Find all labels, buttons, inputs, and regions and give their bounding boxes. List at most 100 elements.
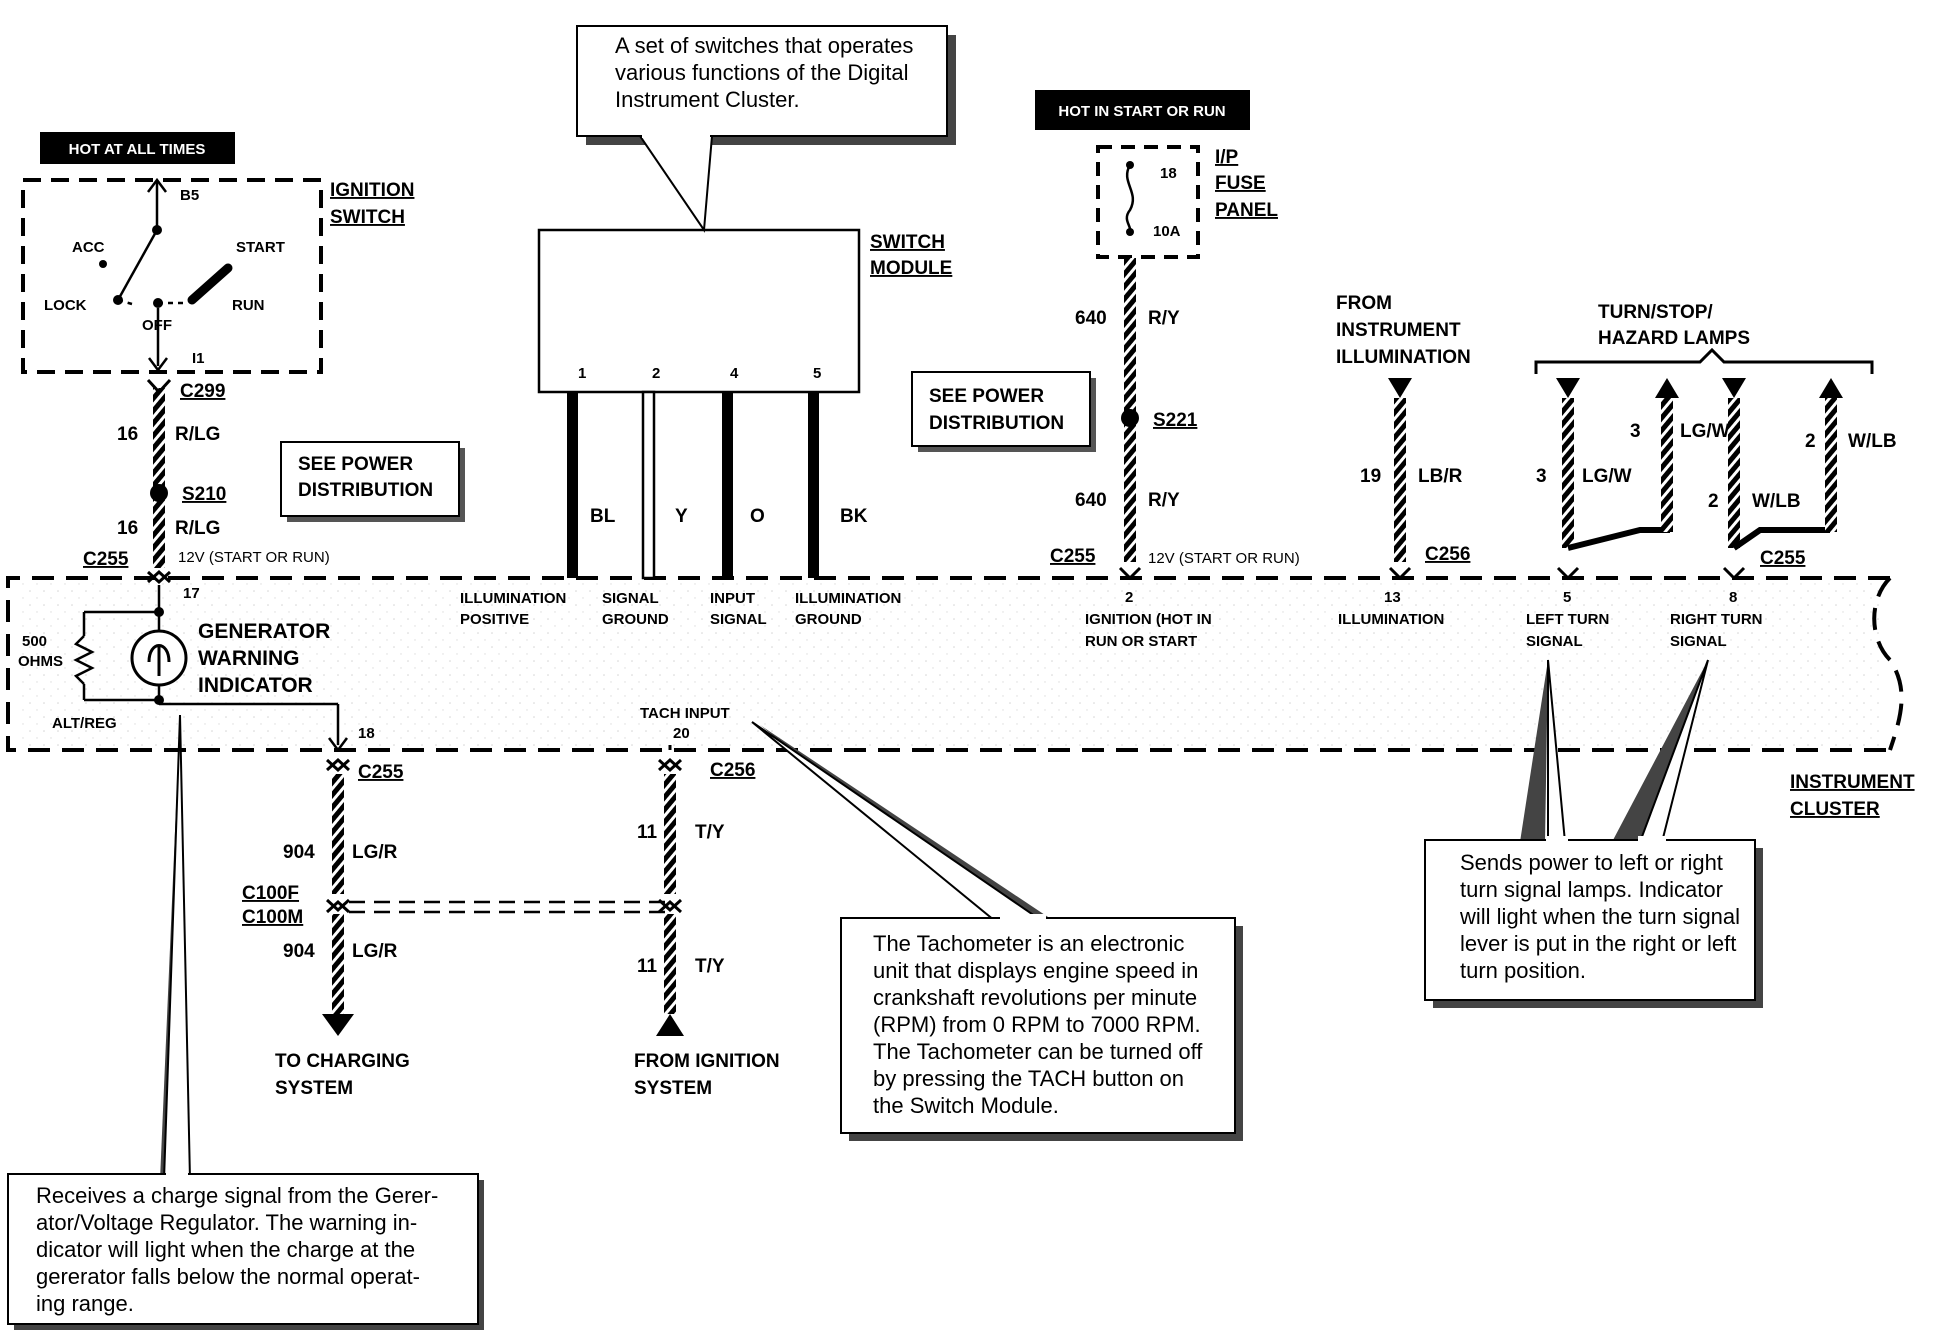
arrow-down-icon [322,1014,354,1036]
wire-gauge: 16 [117,518,138,539]
wire-color: W/LB [1848,431,1897,452]
voltage-note: 12V (START OR RUN) [1148,550,1300,567]
b5-label: B5 [180,187,199,204]
arrow-up-icon [1819,378,1843,398]
pin-function: RUN OR START [1085,633,1197,650]
callout-text: (RPM) from 0 RPM to 7000 RPM. [873,1012,1201,1037]
connector-c255: C255 [83,549,129,570]
callout-text: ing range. [36,1291,134,1316]
resistor [73,635,95,685]
pin-20: 20 [673,725,690,742]
from-ignition-label: FROM IGNITION [634,1051,780,1072]
switch-module: SWITCH MODULE 1 2 4 5 BL Y O BK ILLUMINA… [460,228,952,628]
callout-text: will light when the turn signal [1459,904,1740,929]
instrument-cluster-title: INSTRUMENT [1790,772,1915,793]
callout-text: gererator falls below the normal operat- [36,1264,420,1289]
tach-input-label: TACH INPUT [640,705,730,722]
pin-function: SIGNAL [710,611,767,628]
connector-c299: C299 [180,381,225,402]
callout-text: turn position. [1460,958,1586,983]
generator-label: GENERATOR [198,620,330,643]
wire-color: R/LG [175,424,220,445]
connector-c255: C255 [358,762,404,783]
splice-s221 [1121,409,1139,427]
callout-text: various functions of the Digital [615,60,909,85]
pin-function: SIGNAL [1526,633,1583,650]
pin-5: 5 [1563,589,1571,606]
hot-in-start-label: HOT IN START OR RUN [1058,103,1225,120]
wire-color: LG/W [1680,421,1730,442]
from-illumination-label: ILLUMINATION [1336,347,1471,368]
callout-text: unit that displays engine speed in [873,958,1198,983]
wire-gauge: 3 [1630,421,1641,442]
ignition-switch-title: SWITCH [330,207,405,228]
wire-color: R/LG [175,518,220,539]
callout-text: The Tachometer can be turned off [873,1039,1203,1064]
voltage-note: 12V (START OR RUN) [178,549,330,566]
run-label: RUN [232,297,265,314]
connector-c100f: C100F [242,883,299,904]
instrument-illumination-wire: FROM INSTRUMENT ILLUMINATION 19 LB/R C25… [1336,293,1471,628]
wire-y [641,390,656,580]
wire-color: LG/W [1582,466,1632,487]
see-power-text: SEE POWER [929,386,1044,407]
callout-text: A set of switches that operates [615,33,913,58]
callout-text: the Switch Module. [873,1093,1059,1118]
pin-13: 13 [1384,589,1401,606]
hot-at-all-times-label: HOT AT ALL TIMES [69,141,206,158]
pin-5: 5 [813,365,821,382]
wire-gauge: 11 [637,822,658,843]
wire-gauge: 16 [117,424,138,445]
pin-4: 4 [730,365,739,382]
turn-lamps-label: TURN/STOP/ [1598,302,1713,323]
pin-function: IGNITION (HOT IN [1085,611,1212,628]
wire-color: LG/R [352,941,398,962]
wire-bl [567,392,578,578]
arrow-down-icon [1556,378,1580,398]
instrument-cluster-box [6,576,1904,752]
wire-gauge: 19 [1360,466,1381,487]
pin-17: 17 [183,585,200,602]
pin-function: POSITIVE [460,611,529,628]
pin-function: INPUT [710,590,755,607]
switch-module-title: MODULE [870,258,952,279]
see-power-text: SEE POWER [298,454,413,475]
ignition-feed-wire: C299 16 R/LG S210 16 R/LG C255 12V (STAR… [83,378,330,602]
generator-callout: Receives a charge signal from the Gerer-… [7,714,484,1330]
fuse-panel: HOT IN START OR RUN I/P FUSE PANEL 18 10… [1035,90,1300,650]
acc-label: ACC [72,239,105,256]
see-power-distribution-left: SEE POWER DISTRIBUTION [280,441,465,522]
pin-function: SIGNAL [1670,633,1727,650]
callout-text: dicator will light when the charge at th… [36,1237,415,1262]
see-power-text: DISTRIBUTION [929,413,1064,434]
pin-2: 2 [652,365,660,382]
ignition-switch: HOT AT ALL TIMES IGNITION SWITCH B5 ACC … [21,132,414,374]
pin-function: GROUND [795,611,862,628]
callout-text: Instrument Cluster. [615,87,800,112]
turn-signal-wires: TURN/STOP/ HAZARD LAMPS 3 LG/W 3 LG/W 5 … [1526,302,1915,820]
arrow-up-icon [656,1014,684,1036]
wire-gauge: 2 [1708,491,1719,512]
arrow-down-icon [1722,378,1746,398]
wire-color: R/Y [1148,490,1180,511]
pin-function: LEFT TURN [1526,611,1609,628]
wire-color: W/LB [1752,491,1801,512]
callout-text: by pressing the TACH button on [873,1066,1184,1091]
pin-8: 8 [1729,589,1737,606]
tachometer-callout: The Tachometer is an electronic unit tha… [751,721,1243,1141]
arrow-down-icon [1388,378,1412,398]
tach-wire: TACH INPUT 20 C256 11 T/Y 11 T/Y FROM IG… [634,705,780,1099]
callout-text: crankshaft revolutions per minute [873,985,1197,1010]
pin-function: ILLUMINATION [795,590,901,607]
fuse-panel-title: I/P [1215,147,1239,168]
fuse-rating: 10A [1153,223,1181,240]
charging-wire: C255 904 LG/R C100F C100M 904 LG/R TO CH… [242,757,670,1099]
pin-18: 18 [358,725,375,742]
wire-gauge: 904 [283,842,315,863]
wire-gauge: 640 [1075,308,1107,329]
pin-function: SIGNAL [602,590,659,607]
connector-c255: C255 [1760,548,1806,569]
pin-function: ILLUMINATION [460,590,566,607]
wire-color: LB/R [1418,466,1463,487]
